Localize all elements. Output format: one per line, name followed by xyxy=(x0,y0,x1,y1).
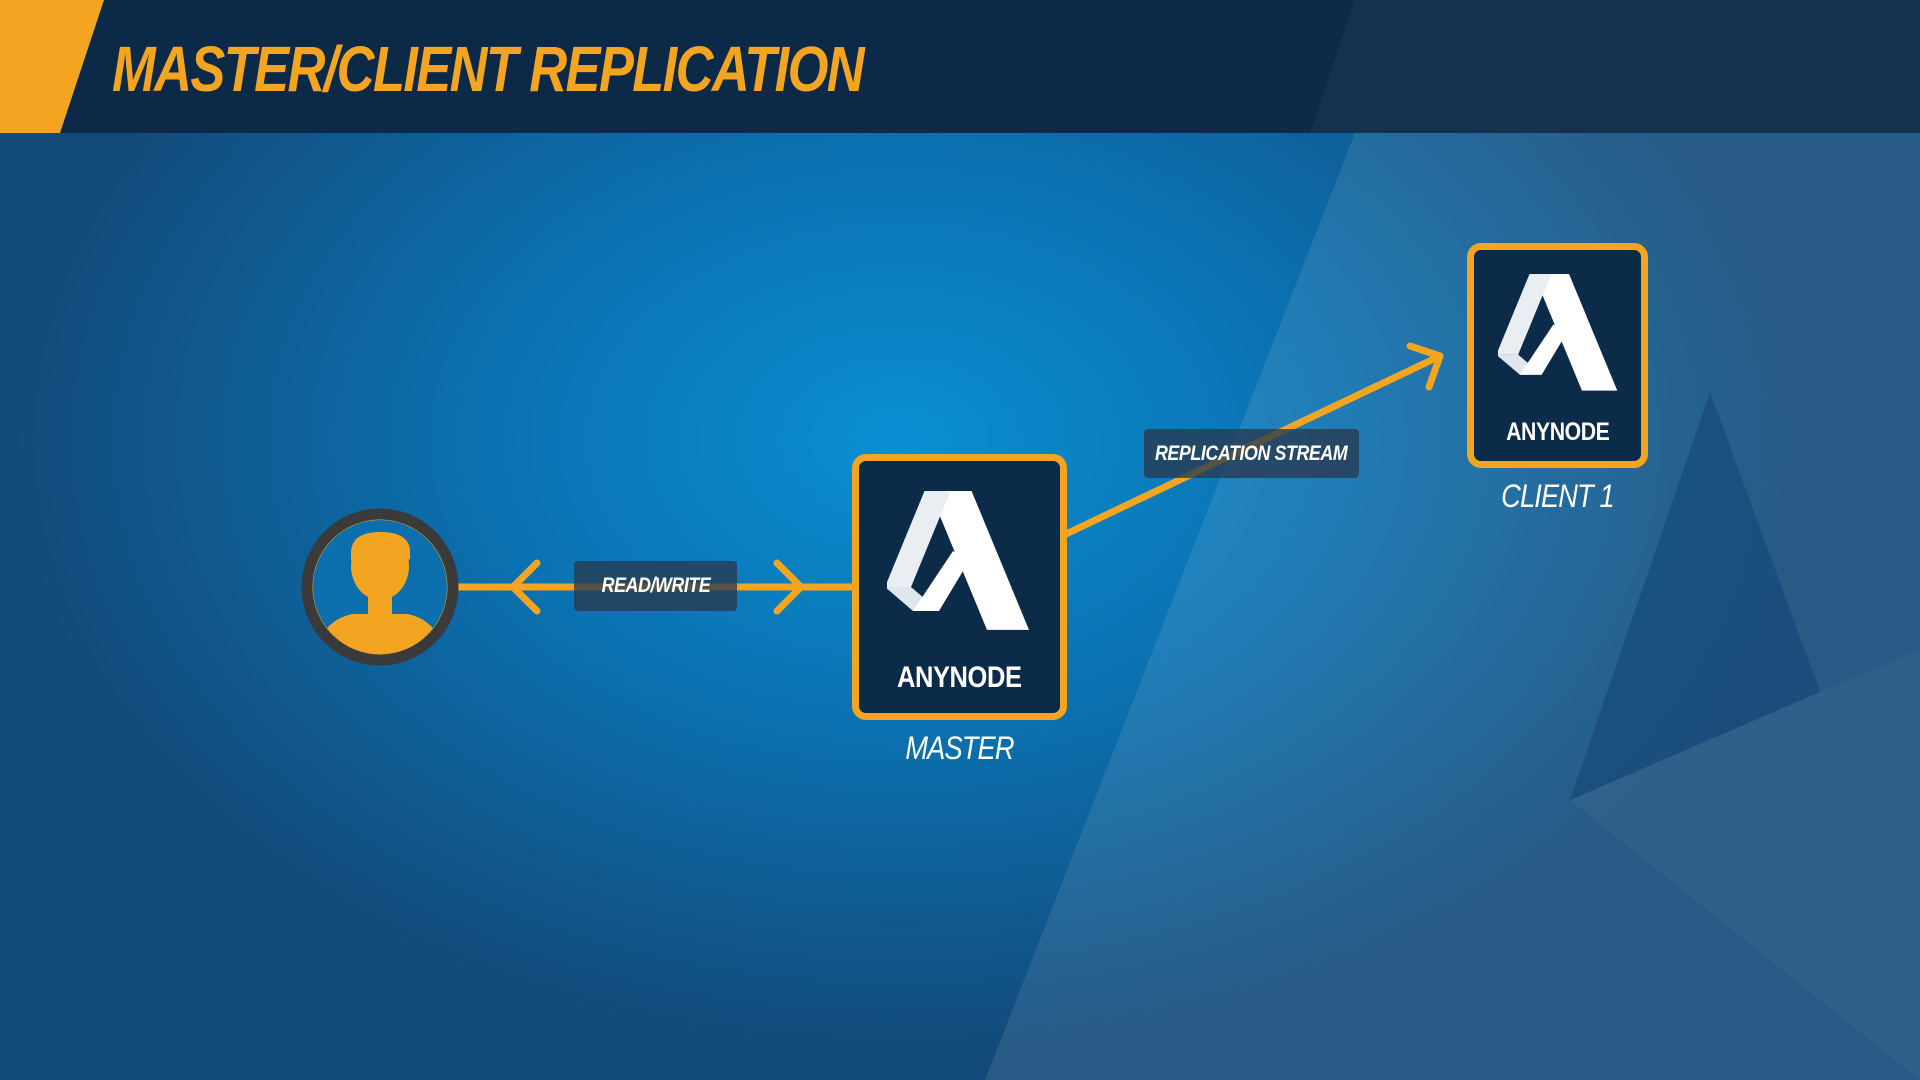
master-caption: MASTER xyxy=(905,730,1014,766)
read-write-label: READ/WRITE xyxy=(574,561,737,611)
client-logo-text-value: ANYNODE xyxy=(1505,418,1610,446)
anynode-logo-icon xyxy=(887,491,1029,630)
header-bar xyxy=(0,0,1920,133)
client-logo-text: ANYNODE xyxy=(1474,418,1641,447)
master-logo-text: ANYNODE xyxy=(859,661,1060,695)
page-title: MASTER/CLIENT REPLICATION xyxy=(112,33,865,105)
anynode-logo-icon xyxy=(1498,274,1618,391)
master-node[interactable]: ANYNODE xyxy=(852,454,1067,720)
client-caption: CLIENT 1 xyxy=(1501,478,1614,514)
replication-stream-label: REPLICATION STREAM xyxy=(1144,429,1359,478)
master-logo-text-value: ANYNODE xyxy=(897,661,1022,694)
replication-stream-text: REPLICATION STREAM xyxy=(1155,441,1348,465)
user-avatar-icon xyxy=(301,508,459,666)
client-node[interactable]: ANYNODE xyxy=(1467,243,1648,468)
header-accent xyxy=(0,0,104,133)
read-write-text: READ/WRITE xyxy=(601,574,710,597)
